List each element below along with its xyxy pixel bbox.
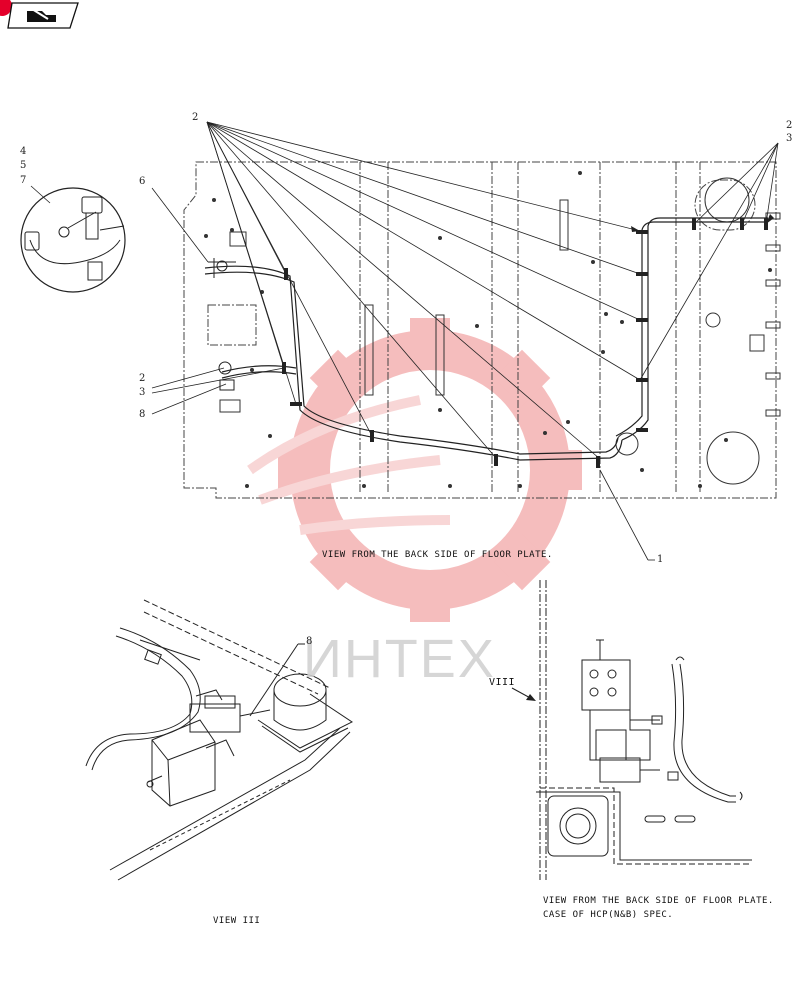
watermark-gear-logo <box>247 318 582 622</box>
callout-2-left: 2 <box>139 373 146 384</box>
alt-view-caption-line2: CASE OF HCP(N&B) SPEC. <box>543 910 674 920</box>
callout-2-top: 2 <box>192 112 199 123</box>
callout-8-view-iii: 8 <box>306 636 313 647</box>
watermark-text: ИНТЕХ <box>303 629 496 689</box>
page-back-icon <box>0 0 79 29</box>
callout-4: 4 <box>20 146 27 157</box>
hcp-alternate-view-drawing <box>511 580 752 880</box>
view-viii-arrow-label: VIII <box>489 677 516 688</box>
view-iii-caption: VIEW III <box>213 916 261 926</box>
callout-1: 1 <box>657 554 664 565</box>
callout-3-left: 3 <box>139 387 146 398</box>
callout-2-right: 2 <box>786 120 793 131</box>
callout-3-right: 3 <box>786 133 793 144</box>
alt-view-caption-line1: VIEW FROM THE BACK SIDE OF FLOOR PLATE. <box>543 896 774 906</box>
back-navigation-button[interactable] <box>0 0 90 30</box>
main-view-caption: VIEW FROM THE BACK SIDE OF FLOOR PLATE. <box>322 550 553 560</box>
callout-7: 7 <box>20 175 27 186</box>
view-iii-drawing <box>85 599 353 881</box>
callout-5: 5 <box>20 160 27 171</box>
callout-6: 6 <box>139 176 146 187</box>
detail-callout-4-5-7 <box>20 185 126 293</box>
callout-8-left: 8 <box>139 409 146 420</box>
